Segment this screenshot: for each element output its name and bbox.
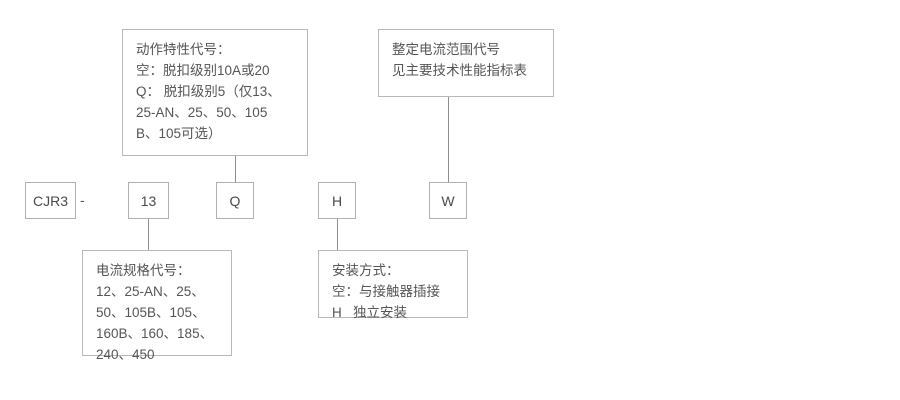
code-box-mounting-type[interactable]: H bbox=[318, 182, 356, 219]
connector-setting-current-range bbox=[448, 97, 449, 183]
note-mounting-type: 安装方式： 空：与接触器插接 H 独立安装 bbox=[318, 250, 468, 320]
connector-action-characteristic bbox=[235, 156, 236, 183]
note-action-characteristic: 动作特性代号： 空：脱扣级别10A或20 Q： 脱扣级别5（仅13、 25-AN… bbox=[122, 29, 308, 156]
code-box-setting-current-range[interactable]: W bbox=[429, 182, 467, 219]
code-box-action-characteristic[interactable]: Q bbox=[216, 182, 254, 219]
connector-current-rating bbox=[148, 219, 149, 250]
code-separator: - bbox=[80, 192, 85, 208]
note-current-rating: 电流规格代号： 12、25-AN、25、 50、105B、105、 160B、1… bbox=[82, 250, 232, 362]
note-setting-current-range: 整定电流范围代号 见主要技术性能指标表 bbox=[378, 29, 554, 97]
code-box-series[interactable]: CJR3 bbox=[25, 182, 76, 219]
connector-mounting-type bbox=[337, 219, 338, 250]
code-box-current-rating[interactable]: 13 bbox=[128, 182, 169, 219]
